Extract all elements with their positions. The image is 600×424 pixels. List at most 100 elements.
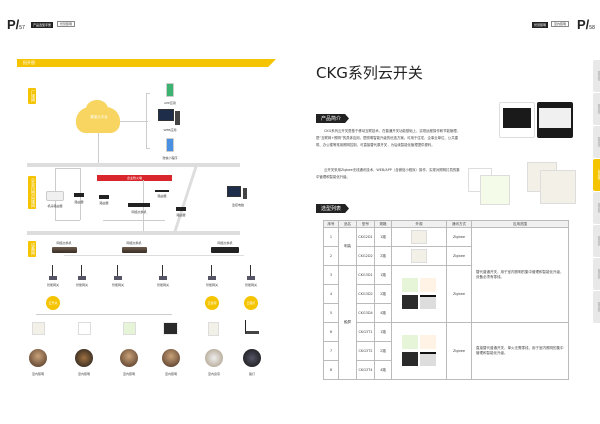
side-tab[interactable]: 智慧照明	[593, 291, 600, 323]
cell-appearance	[391, 246, 447, 266]
table-row: 8 CKG3T4 4路	[323, 360, 569, 380]
cell-no: 1	[323, 227, 339, 247]
tree-thumb	[420, 278, 436, 292]
zone-label-wan: 广域网	[28, 88, 36, 104]
light-panel-thumb	[420, 352, 436, 366]
cell-spec: 2路	[374, 341, 392, 361]
leaf-panel-product	[480, 175, 510, 205]
curtain-panel-icon	[208, 322, 219, 336]
pc-tower-icon	[175, 111, 180, 125]
core-router-icon	[46, 191, 64, 201]
cell-no: 2	[323, 246, 339, 266]
client-label-web: WEB应用	[163, 128, 177, 132]
side-tab[interactable]: 智慧照明	[593, 93, 600, 125]
room-photo-1	[29, 349, 47, 367]
table-row: 6 CKG3T1 1路 Zigbee 直接替代普通开关，单火无需零线，用于室内照…	[323, 322, 569, 380]
cell-spec: 2路	[374, 246, 392, 266]
tree-switch-panel-icon	[78, 322, 91, 335]
room-photo-5	[205, 349, 223, 367]
side-tab[interactable]: 智慧照明	[593, 258, 600, 290]
device-label-router-3: 路由器	[157, 194, 167, 198]
cell-model: CKG3D4	[356, 303, 375, 323]
room-label-1: 室内照明	[31, 372, 44, 376]
firewall-bar: 企业防火墙	[97, 175, 172, 181]
table-row: 7 CKG3T2 2路	[323, 341, 569, 361]
wall-switch-panel-icon	[32, 322, 45, 335]
col-header-spec: 规格	[374, 220, 392, 228]
side-tab[interactable]: 智慧照明	[593, 126, 600, 158]
tag-catalog: 产品选型手册	[31, 22, 54, 28]
cell-model: CKG3T1	[356, 322, 375, 342]
device-label-core-router: 机房路由器	[47, 204, 63, 208]
lan-link-top	[55, 168, 80, 169]
monitor-pc-icon	[227, 186, 241, 197]
cell-appearance	[391, 322, 447, 380]
cloud-node-switch: 云开关	[46, 296, 60, 310]
table-row: 3 触屏 CKG3D1 1路 Zigbee	[323, 265, 569, 380]
cell-spec: 4路	[374, 303, 392, 323]
intro-paragraph-2: 云开关采用Zigbee无线通讯技术，WEB/APP（含微信小程序）操作，实现对照…	[316, 168, 460, 179]
tag-category: 智慧照明	[57, 21, 76, 27]
desktop-web-icon	[158, 109, 174, 121]
cell-spec: 4路	[374, 360, 392, 380]
router-icon-3	[155, 190, 169, 192]
network-switch-icon-1	[52, 247, 77, 253]
room-photo-2	[75, 349, 93, 367]
divider-diagonal	[172, 165, 199, 233]
product-title: CKG系列云开关	[316, 64, 423, 82]
side-tab[interactable]: 智慧照明	[593, 225, 600, 257]
tag-subcategory-right: 室内照明	[551, 21, 570, 27]
light-panel-thumb	[420, 295, 436, 309]
gateway-icon-4	[159, 276, 167, 280]
side-tab[interactable]: 智慧照明	[593, 192, 600, 224]
tag-category-right: 智慧照明	[532, 22, 549, 28]
client-bracket	[146, 93, 150, 149]
gateway-antenna-3	[117, 265, 118, 277]
tree-thumb	[420, 335, 436, 349]
room-photo-3	[120, 349, 138, 367]
device-label-router-4: 路由器	[176, 213, 186, 217]
room-label-6: 路灯	[248, 372, 255, 376]
client-label-wechat: 微信小程序	[162, 156, 178, 160]
divider-lan	[27, 231, 240, 235]
dark-panel-thumb	[402, 295, 418, 309]
col-header-name: 品名	[338, 220, 357, 228]
device-label-monitor: 监控电脑	[231, 203, 244, 207]
cell-no: 4	[323, 284, 339, 304]
cell-no: 3	[323, 265, 339, 285]
gateway-label-1: 智能网关	[46, 283, 59, 287]
section-heading-intro: 产品简介	[316, 114, 350, 123]
wall-panel-product-2	[540, 170, 576, 204]
gateway-icon-5	[208, 276, 216, 280]
cell-comm: Zigbee	[446, 227, 472, 247]
room-label-5: 室内窗帘	[207, 372, 220, 376]
cell-application: 直接替代普通开关，单火无需零线，用于室内照明的集中管理和智能化升级。	[471, 322, 569, 380]
router-icon-1	[74, 193, 84, 197]
cloud-top-shape	[86, 100, 108, 118]
intro-paragraph-1: CKG系列云开关是基于移动互联技术，在普通开关功能基础上，实现远程操作和节能管理…	[316, 129, 461, 147]
network-switch-icon-3	[211, 247, 239, 253]
client-label-app: APP应用	[164, 101, 176, 105]
zone-label-lan: 企业内网/局域网	[28, 176, 36, 210]
monitor-tower-icon	[243, 188, 247, 199]
room-photo-4	[162, 349, 180, 367]
room-bus	[36, 314, 172, 315]
gateway-label-2: 智能网关	[75, 283, 88, 287]
section-heading-table: 选型列表	[316, 204, 350, 213]
gateway-label-6: 智能网关	[244, 283, 257, 287]
room-label-2: 室内照明	[77, 372, 90, 376]
lan-switch-icon	[128, 203, 150, 207]
router-icon-2	[99, 195, 109, 199]
streetlight-gateway-icon	[245, 320, 259, 334]
cloud-link	[98, 133, 99, 163]
side-tab[interactable]: 智慧照明	[593, 60, 600, 92]
col-header-model: 型号	[356, 220, 375, 228]
network-switch-icon-2	[122, 247, 147, 253]
phone-app-icon	[166, 83, 174, 97]
cloud-client-link	[120, 121, 148, 122]
cell-no: 8	[323, 360, 339, 380]
side-tab-active[interactable]: 室内照明	[593, 159, 600, 191]
switch-label-3: 网络交换机	[217, 241, 233, 245]
cell-no: 6	[323, 322, 339, 342]
cell-model: CKG2D2	[356, 246, 375, 266]
